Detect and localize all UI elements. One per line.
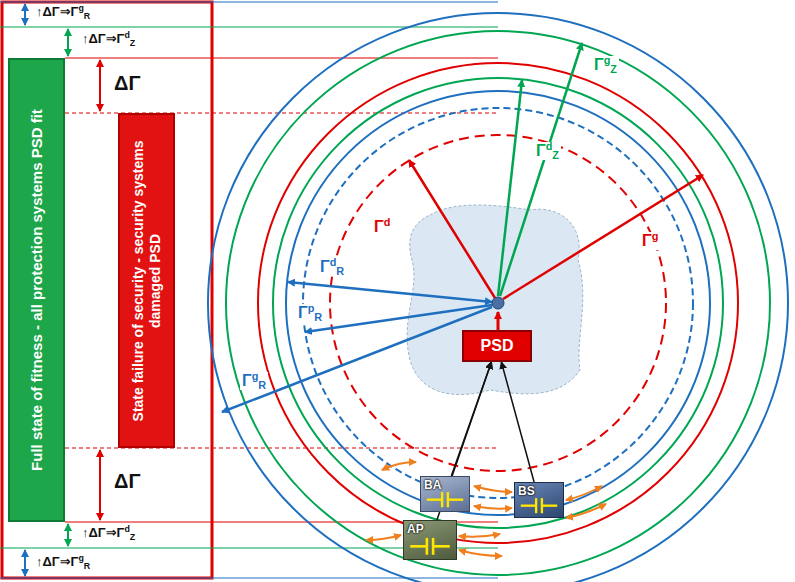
radius-label: ΓgZ [592, 56, 619, 74]
delta-label: ↑ΔΓ⇒ΓdZ [80, 32, 137, 47]
radius-label: Γd [372, 218, 392, 236]
zone-circles [208, 13, 788, 582]
psd-arrow [497, 312, 500, 330]
delta-label: ΔΓ [112, 470, 142, 493]
state-bar: Full state of fitness - all protection s… [8, 58, 65, 522]
state-bar: State failure of security - security sys… [118, 113, 175, 448]
radius-label: Γg [640, 232, 660, 250]
state-text: Full state of fitness - all protection s… [28, 66, 46, 514]
device-name: BA [421, 477, 469, 493]
device-icon: BA [420, 476, 470, 512]
device-icon: AP [403, 520, 457, 560]
delta-label: ↑ΔΓ⇒ΓdZ [80, 526, 137, 541]
device-icon: BS [514, 482, 564, 518]
panel-frame [2, 2, 212, 578]
delta-label: ↑ΔΓ⇒ΓgR [34, 5, 92, 20]
delta-label: ↑ΔΓ⇒ΓgR [34, 555, 92, 570]
device-name: AP [404, 521, 456, 537]
movement-arrows [366, 462, 606, 556]
radius-label: ΓgR [240, 372, 268, 390]
center-point [492, 297, 504, 309]
process-box: PSD [462, 330, 532, 362]
device-name: BS [515, 483, 563, 499]
signal-arrow [501, 362, 534, 482]
radius-arrows [222, 43, 703, 412]
protected-area [407, 205, 583, 395]
radius-label: ΓdR [318, 258, 346, 276]
radius-label: ΓpR [296, 304, 324, 322]
state-text: State failure of security - security sys… [130, 121, 164, 440]
box-text: PSD [464, 332, 530, 360]
radius-label: ΓdZ [534, 142, 561, 160]
delta-label: ΔΓ [112, 72, 142, 95]
